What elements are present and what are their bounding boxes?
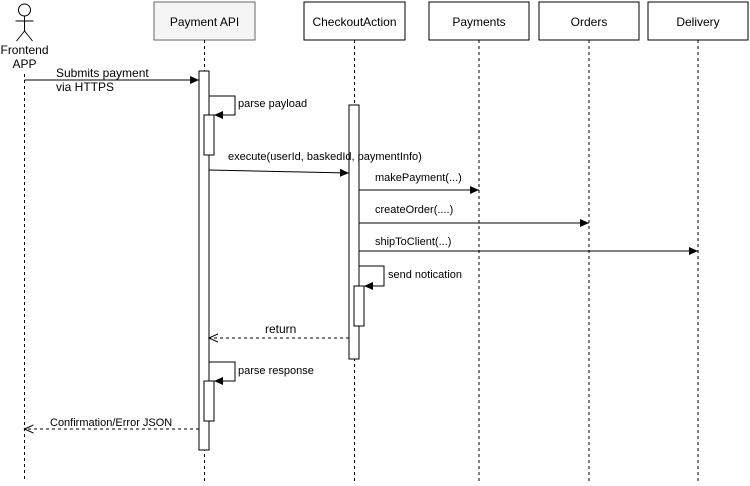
message-parse-response-arrow <box>209 361 236 385</box>
actor-leg-left <box>16 30 25 42</box>
message-send-notification-arrow <box>359 265 385 290</box>
participant-box <box>538 1 640 41</box>
message-make-payment-label: makePayment(...) <box>375 172 462 184</box>
participant-label: CheckoutAction <box>312 15 396 29</box>
participant-delivery: Delivery <box>647 1 749 41</box>
activation-checkout-action-notify <box>353 285 365 327</box>
message-execute-label: execute(userId, baskedId, paymentInfo) <box>228 151 422 163</box>
message-parse-payload-arrow <box>209 95 236 119</box>
participant-box <box>428 1 530 41</box>
message-return-label: return <box>265 322 296 336</box>
message-submit-payment-label-line2: via HTTPS <box>56 80 114 94</box>
participant-label: Orders <box>571 15 608 29</box>
actor-frontend-app <box>15 3 34 42</box>
actor-label-line2: APP <box>12 57 36 71</box>
message-confirmation-label: Confirmation/Error JSON <box>50 417 172 429</box>
message-ship-to-client-label: shipToClient(...) <box>375 236 451 248</box>
message-create-order-label: createOrder(....) <box>375 204 453 216</box>
actor-label-line1: Frontend <box>0 43 48 57</box>
participant-label: Payments <box>452 15 505 29</box>
actor-head <box>18 3 31 17</box>
participant-box <box>153 1 256 41</box>
participant-box <box>303 1 406 41</box>
participant-label: Payment API <box>170 15 239 29</box>
message-parse-response-label: parse response <box>238 365 314 377</box>
message-parse-payload-label: parse payload <box>238 98 307 110</box>
message-submit-payment-label-line1: Submits payment <box>56 66 149 80</box>
participant-checkout-action: CheckoutAction <box>303 1 406 41</box>
participant-box <box>647 1 749 41</box>
actor-leg-right <box>24 30 33 42</box>
activation-payment-api-parse-payload <box>203 114 215 156</box>
activation-payment-api-parse-response <box>203 380 215 422</box>
message-send-notification-label: send notication <box>388 269 462 281</box>
participant-label: Delivery <box>676 15 719 29</box>
activation-payment-api <box>198 70 210 451</box>
participant-orders: Orders <box>538 1 640 41</box>
message-execute-arrow <box>208 168 350 177</box>
participant-payment-api: Payment API <box>153 1 256 41</box>
participant-payments: Payments <box>428 1 530 41</box>
activation-checkout-action <box>348 104 360 360</box>
